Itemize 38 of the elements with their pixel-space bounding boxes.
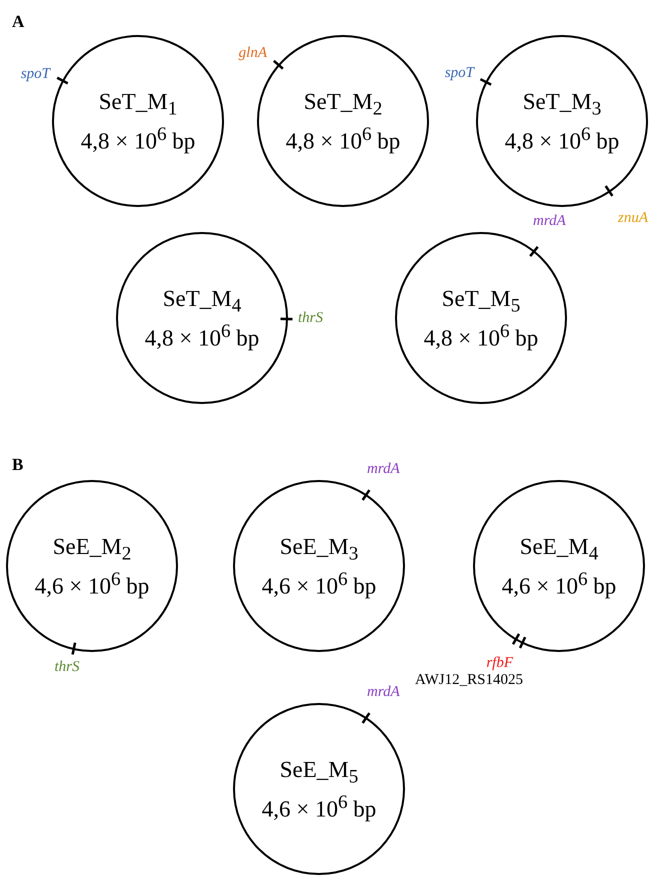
strain-name: SeE_M$_{5}$ <box>280 756 358 790</box>
strain-name: SeT_M$_{3}$ <box>522 88 602 122</box>
gene-label: thrS <box>298 310 324 326</box>
strain-name: SeT_M$_{5}$ <box>442 286 520 318</box>
genome-size: 4,8 × 10$^{6}$ bp <box>424 319 538 350</box>
gene-label: znuA <box>618 210 648 226</box>
genome-size: 4,8 × 10$^{6}$ bp <box>286 122 400 154</box>
gene-label: spoT <box>444 65 474 81</box>
genome-size: 4,6 × 10$^{6}$ bp <box>262 567 376 598</box>
gene-label: thrS <box>54 659 80 675</box>
chromosome-circle <box>233 480 405 652</box>
locus-label: AWJ12_RS14025 <box>415 672 523 688</box>
gene-label: mrdA <box>367 684 400 700</box>
strain-name: SeT_M$_{1}$ <box>98 88 178 122</box>
chromosome-circle <box>473 480 645 652</box>
genome-size: 4,6 × 10$^{6}$ bp <box>34 567 150 598</box>
strain-name: SeT_M$_{4}$ <box>162 286 242 318</box>
genome-size: 4,6 × 10$^{6}$ bp <box>502 567 616 598</box>
chromosome-circle <box>233 703 405 875</box>
genome-size: 4,8 × 10$^{6}$ bp <box>80 122 196 154</box>
genome-size: 4,6 × 10$^{6}$ bp <box>262 790 376 822</box>
chromosome-circle <box>6 480 178 652</box>
gene-label: glnA <box>238 45 267 61</box>
chromosome-circle <box>52 35 224 207</box>
panel-letter: A <box>12 12 24 32</box>
strain-name: SeE_M$_{3}$ <box>280 534 358 566</box>
gene-label: mrdA <box>533 213 566 229</box>
genome-size: 4,8 × 10$^{6}$ bp <box>504 122 620 154</box>
gene-label: rfbF <box>486 655 513 671</box>
chromosome-circle <box>476 35 648 207</box>
genome-size: 4,8 × 10$^{6}$ bp <box>144 319 260 350</box>
strain-name: SeE_M$_{2}$ <box>52 534 132 566</box>
chromosome-circle <box>395 232 567 404</box>
panel-letter: B <box>12 455 24 475</box>
gene-label: spoT <box>20 66 50 82</box>
strain-name: SeT_M$_{2}$ <box>304 88 382 122</box>
strain-name: SeE_M$_{4}$ <box>520 534 598 566</box>
gene-label: mrdA <box>367 461 400 477</box>
